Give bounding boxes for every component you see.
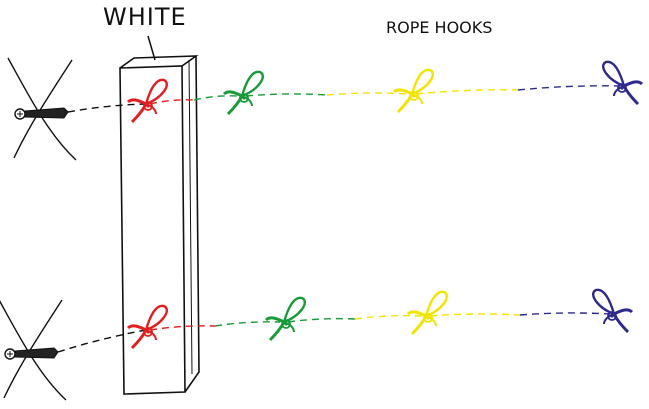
bottom-row-rope-segment xyxy=(429,313,521,317)
hook-blade xyxy=(406,310,427,318)
top-row-screw-anchor xyxy=(7,57,77,161)
bottom-row-rope-segment xyxy=(519,312,611,316)
bottom-row-rope-segment xyxy=(149,325,216,331)
bottom-row-hook-yellow-icon xyxy=(406,290,448,336)
hook-blade xyxy=(222,90,243,98)
hook-coil xyxy=(143,101,153,111)
screw-thread xyxy=(14,347,59,359)
board-side-face xyxy=(184,55,200,393)
wall-stroke xyxy=(13,59,73,159)
bottom-row-screw-anchor xyxy=(0,299,67,401)
hook-coil xyxy=(281,319,291,329)
hook-loop xyxy=(144,304,168,332)
wall-stroke xyxy=(3,299,63,399)
hook-blade xyxy=(130,103,148,124)
hook-loop xyxy=(410,68,434,96)
top-row-rope-segment xyxy=(193,95,239,101)
board-label-leader xyxy=(147,35,156,61)
bottom-row-hook-red-icon xyxy=(126,304,168,350)
top-row-hook-red-icon xyxy=(126,78,168,124)
screw-slot xyxy=(17,111,23,117)
hook-blade xyxy=(623,80,644,88)
hook-blade xyxy=(268,321,286,342)
hook-coil-center xyxy=(610,314,614,318)
hook-blade xyxy=(410,315,428,336)
hook-blade xyxy=(226,95,244,116)
hook-loop xyxy=(144,78,168,106)
hook-coil-center xyxy=(426,316,430,320)
board-edge-line xyxy=(188,59,193,375)
hook-blade xyxy=(392,88,413,96)
hook-blade xyxy=(396,93,414,114)
top-row-rope-anchor-segment xyxy=(67,103,147,113)
hook-coil xyxy=(143,327,153,337)
screw-slot xyxy=(7,351,13,357)
bottom-row-rope-segment xyxy=(354,314,423,320)
hook-coil-center xyxy=(146,330,150,334)
hook-blade xyxy=(126,98,147,106)
top-row-rope-segment xyxy=(517,85,621,91)
hook-coil xyxy=(617,83,627,93)
hook-coil-center xyxy=(146,104,150,108)
hook-coil xyxy=(607,311,617,321)
hook-coil-center xyxy=(620,86,624,90)
screw-thread xyxy=(24,107,69,119)
hook-coil-center xyxy=(242,96,246,100)
hook-blade xyxy=(613,308,634,316)
bottom-row-hook-navy-icon xyxy=(592,288,634,334)
board xyxy=(119,35,200,395)
board-front-face xyxy=(119,65,186,395)
hook-blade xyxy=(126,324,147,332)
hook-coil xyxy=(423,313,433,323)
top-row-hook-navy-icon xyxy=(602,60,644,106)
top-row-rope-segment xyxy=(415,89,519,95)
top-row-rope-segment xyxy=(149,99,195,105)
hook-loop xyxy=(240,70,264,98)
hook-coil xyxy=(239,93,249,103)
top-row-rope-segment xyxy=(326,92,409,96)
hook-coil-center xyxy=(412,94,416,98)
hook-blade xyxy=(264,316,285,324)
top-row-hook-yellow-icon xyxy=(392,68,434,114)
board-label: WHITE xyxy=(103,3,187,31)
hook-loop xyxy=(592,288,616,316)
hook-loop xyxy=(424,290,448,318)
hook-loop xyxy=(602,60,626,88)
rope-hooks-label: ROPE HOOKS xyxy=(386,18,493,37)
bottom-row-rope-segment xyxy=(287,317,356,323)
hook-blade xyxy=(622,85,640,106)
top-row-hook-green-icon xyxy=(222,70,264,116)
bottom-row-rope-segment xyxy=(214,321,281,327)
top-row-rope-segment xyxy=(245,93,328,97)
bottom-row-hook-green-icon xyxy=(264,296,306,342)
hook-blade xyxy=(130,329,148,350)
hook-loop xyxy=(282,296,306,324)
hook-blade xyxy=(612,313,630,334)
hook-coil xyxy=(409,91,419,101)
hook-coil-center xyxy=(284,322,288,326)
